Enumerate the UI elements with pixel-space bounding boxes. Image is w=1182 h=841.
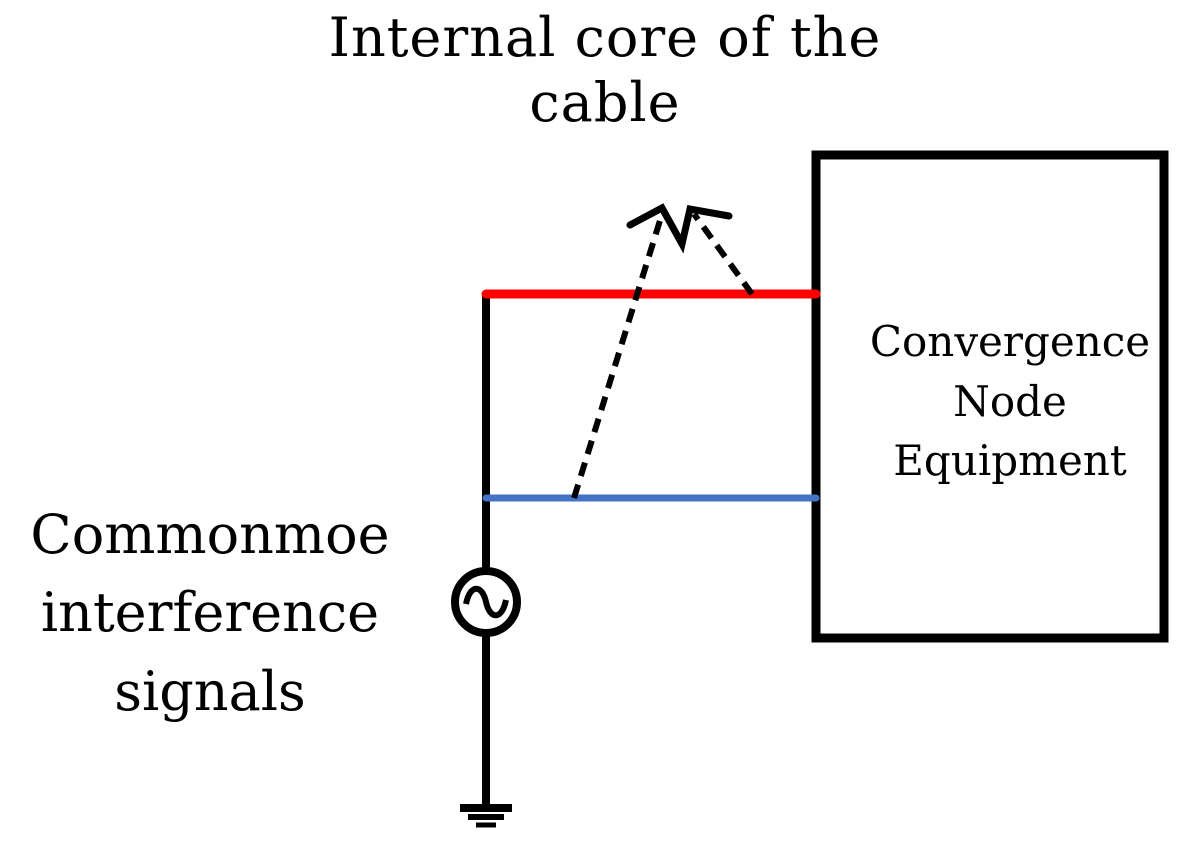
- cable-core-title-line2: cable: [529, 70, 681, 134]
- cable-core-title: Internal core of the cable: [220, 6, 990, 136]
- equipment-label-line2: Node: [953, 376, 1067, 426]
- ground-icon: [460, 804, 512, 828]
- dashed-line-from-red: [691, 212, 755, 296]
- dashed-arrow-icon: [571, 203, 755, 499]
- interference-source-label: Commonmoe interference signals: [0, 496, 420, 731]
- equipment-box: [811, 150, 1169, 643]
- ac-source-icon: [451, 567, 521, 637]
- equipment-label-line3: Equipment: [893, 436, 1127, 486]
- cable-core-title-line1: Internal core of the: [328, 6, 882, 69]
- arrow-head-zigzag: [626, 203, 733, 254]
- equipment-label: Convergence Node Equipment: [820, 312, 1182, 491]
- source-label-line1: Commonmoe: [30, 503, 390, 566]
- source-label-line3: signals: [114, 659, 306, 723]
- source-label-line2: interference: [40, 581, 380, 645]
- dashed-line-from-blue: [571, 213, 665, 499]
- equipment-label-line1: Convergence: [869, 317, 1151, 366]
